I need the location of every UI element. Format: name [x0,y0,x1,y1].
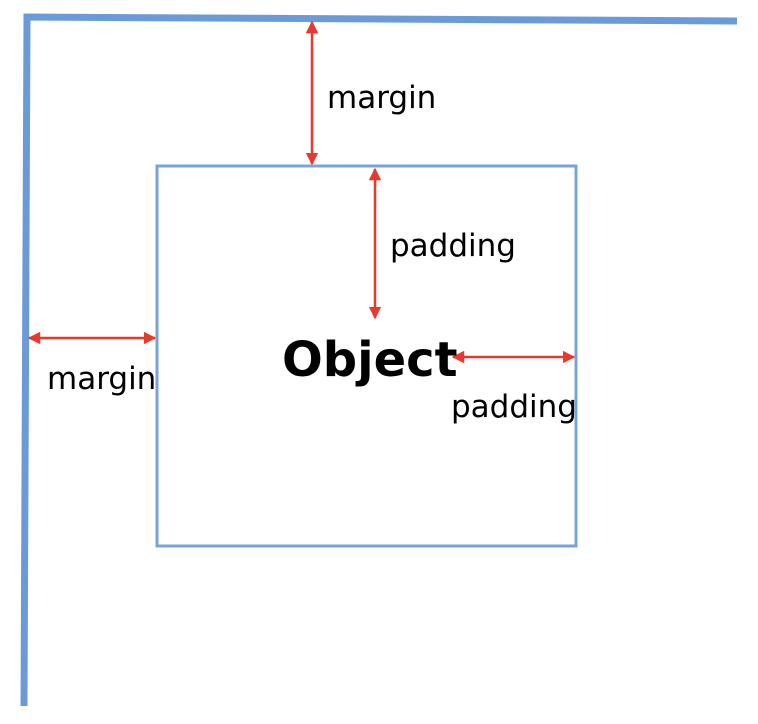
margin-top-label: margin [327,80,436,116]
container-corner [20,13,738,707]
object-box [155,164,578,548]
padding-right-label: padding [451,389,577,425]
object-label: Object [282,332,458,388]
margin-left-label: margin [47,361,156,397]
padding-top-label: padding [390,228,516,264]
